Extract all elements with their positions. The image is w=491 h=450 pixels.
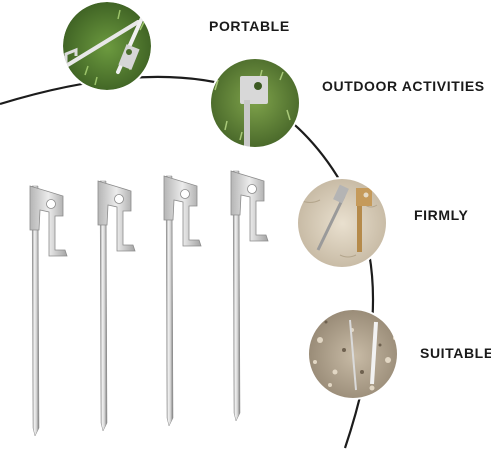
stakes-on-grass-photo: [61, 0, 153, 92]
tent-stake: [163, 175, 202, 427]
tent-stake: [29, 185, 68, 437]
stake-in-grass-photo: [209, 57, 301, 149]
feature-label-suitable: SUITABLE: [420, 345, 491, 361]
tent-stake: [230, 170, 269, 422]
feature-label-firmly: FIRMLY: [414, 207, 469, 223]
tent-stakes-group: [29, 170, 269, 437]
stake-in-gravel-photo: [307, 308, 399, 400]
tent-stake: [97, 180, 136, 432]
stakes-in-sand-photo: [296, 177, 388, 269]
connector-arc: [0, 75, 375, 449]
feature-label-outdoor-activities: OUTDOOR ACTIVITIES: [322, 78, 485, 94]
feature-label-portable: PORTABLE: [209, 18, 290, 34]
